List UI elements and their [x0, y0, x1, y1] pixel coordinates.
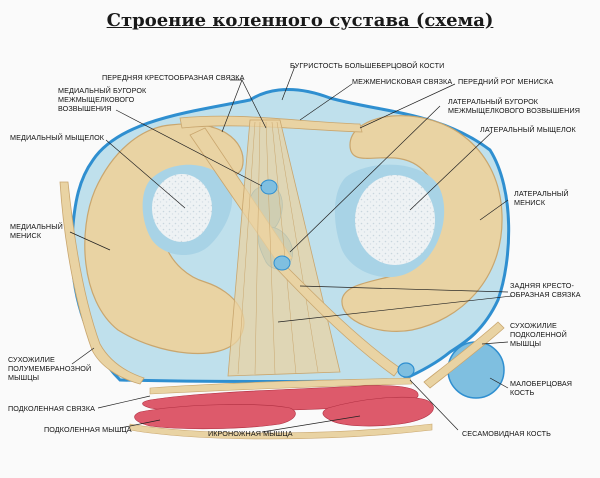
pcl-fibers [237, 121, 319, 375]
label-sesamoid-bone: СЕСАМОВИДНАЯ КОСТЬ [462, 429, 551, 438]
lateral-horn-band [275, 261, 401, 377]
label-lateral-tubercle-1: ЛАТЕРАЛЬНЫЙ БУГОРОК [448, 97, 539, 106]
label-acl: ПЕРЕДНЯЯ КРЕСТООБРАЗНАЯ СВЯЗКА [102, 73, 245, 82]
anterior-horn-lateral [273, 255, 291, 271]
lateral-meniscus [341, 115, 503, 332]
label-lateral-meniscus-1: ЛАТЕРАЛЬНЫЙ [514, 189, 569, 198]
sesamoid-bone [397, 362, 415, 378]
medial-condyle-core [152, 174, 212, 242]
label-gastrocnemius: ИКРОНОЖНАЯ МЫШЦА [208, 429, 293, 438]
label-popliteus-tendon-2: ПОДКОЛЕННОЙ [510, 330, 567, 339]
label-medial-tubercle-2: МЕЖМЫЩЕЛКОВОГО [58, 95, 135, 104]
popliteal-ligament-band [149, 377, 413, 395]
label-popliteal-ligament: ПОДКОЛЕННАЯ СВЯЗКА [8, 404, 95, 413]
label-lateral-tubercle-2: МЕЖМЫЩЕЛКОВОГО ВОЗВЫШЕНИЯ [448, 106, 580, 115]
label-medial-meniscus-1: МЕДИАЛЬНЫЙ [10, 222, 63, 231]
popliteus-tendon [423, 321, 505, 389]
label-fibula-1: МАЛОБЕРЦОВАЯ [510, 379, 572, 388]
label-pcl-1: ЗАДНЯЯ КРЕСТО- [510, 281, 574, 290]
gastrocnemius-medial [134, 404, 296, 430]
label-popliteus-tendon-3: МЫШЦЫ [510, 339, 541, 348]
anterior-horn-medial [260, 179, 278, 195]
label-semimembranosus-2: ПОЛУМЕМБРАНОЗНОЙ [8, 364, 91, 373]
label-intermeniscal-ligament: МЕЖМЕНИСКОВАЯ СВЯЗКА [352, 77, 452, 86]
label-semimembranosus-1: СУХОЖИЛИЕ [8, 355, 55, 364]
label-medial-tubercle-3: ВОЗВЫШЕНИЯ [58, 104, 112, 113]
label-popliteus-muscle: ПОДКОЛЕННАЯ МЫШЦА [44, 425, 132, 434]
semimembranosus-tendon [59, 181, 145, 385]
label-medial-tubercle-1: МЕДИАЛЬНЫЙ БУГОРОК [58, 86, 147, 95]
label-fibula-2: КОСТЬ [510, 388, 534, 397]
label-pcl-2: ОБРАЗНАЯ СВЯЗКА [510, 290, 581, 299]
leader-lines [69, 65, 513, 433]
label-medial-meniscus-2: МЕНИСК [10, 231, 42, 240]
label-semimembranosus-3: МЫШЦЫ [8, 373, 39, 382]
gastrocnemius-lateral [322, 396, 434, 427]
label-anterior-horn: ПЕРЕДНИЙ РОГ МЕНИСКА [458, 77, 553, 86]
muscle-base-band [129, 423, 433, 440]
label-lateral-condyle: ЛАТЕРАЛЬНЫЙ МЫЩЕЛОК [480, 125, 577, 134]
label-popliteus-tendon-1: СУХОЖИЛИЕ [510, 321, 557, 330]
label-tibial-tuberosity: БУГРИСТОСТЬ БОЛЬШЕБЕРЦОВОЙ КОСТИ [290, 61, 444, 70]
label-lateral-meniscus-2: МЕНИСК [514, 198, 546, 207]
label-medial-condyle: МЕДИАЛЬНЫЙ МЫЩЕЛОК [10, 133, 105, 142]
diagram-title: Строение коленного сустава (схема) [106, 10, 494, 31]
lateral-condyle-core [355, 175, 435, 265]
